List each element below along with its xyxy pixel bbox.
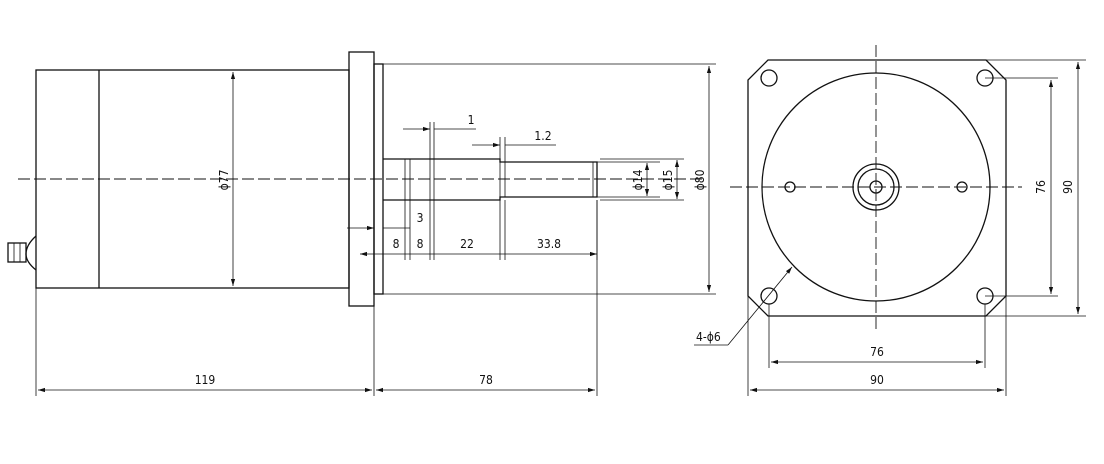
dim-hole-spacing-h: 76 — [870, 345, 884, 359]
front-side-hole-right — [956, 181, 968, 193]
front-hub-inner — [857, 168, 895, 206]
holes-leader — [727, 266, 793, 346]
dim-len-8b: 8 — [417, 237, 424, 251]
dim-body-diameter: ϕ77 — [217, 170, 231, 191]
dim-flange-height: 90 — [1061, 180, 1075, 194]
front-body-circle — [761, 72, 991, 302]
front-shaft-center — [869, 180, 883, 194]
holes-label: 4-ϕ6 — [696, 330, 721, 344]
dim-len-22: 22 — [460, 237, 474, 251]
dim-front-diameter: ϕ80 — [693, 169, 707, 190]
dim-step-1: 1 — [468, 113, 475, 127]
dim-shaft-length: 78 — [479, 373, 493, 387]
dim-body-length: 119 — [195, 373, 216, 387]
front-side-hole-left — [784, 181, 796, 193]
mount-hole-tl — [760, 69, 778, 87]
dim-shaft-diameter-14: ϕ14 — [631, 169, 645, 190]
side-view: ϕ77 ϕ80 ϕ14 ϕ15 1 1.2 3 — [7, 51, 716, 396]
dim-step-3: 3 — [417, 211, 424, 225]
front-boss — [373, 63, 384, 295]
output-shaft — [383, 158, 598, 201]
connector — [7, 235, 37, 271]
dim-step-1-2: 1.2 — [534, 129, 551, 143]
dim-shaft-diameter-15: ϕ15 — [661, 170, 675, 191]
front-view: 76 90 76 90 4-ϕ6 — [694, 45, 1086, 396]
dim-len-33-8: 33.8 — [537, 237, 561, 251]
dim-hole-spacing-v: 76 — [1034, 180, 1048, 194]
dim-len-8a: 8 — [393, 237, 400, 251]
front-hub-outer — [852, 163, 900, 211]
dim-flange-width: 90 — [870, 373, 884, 387]
